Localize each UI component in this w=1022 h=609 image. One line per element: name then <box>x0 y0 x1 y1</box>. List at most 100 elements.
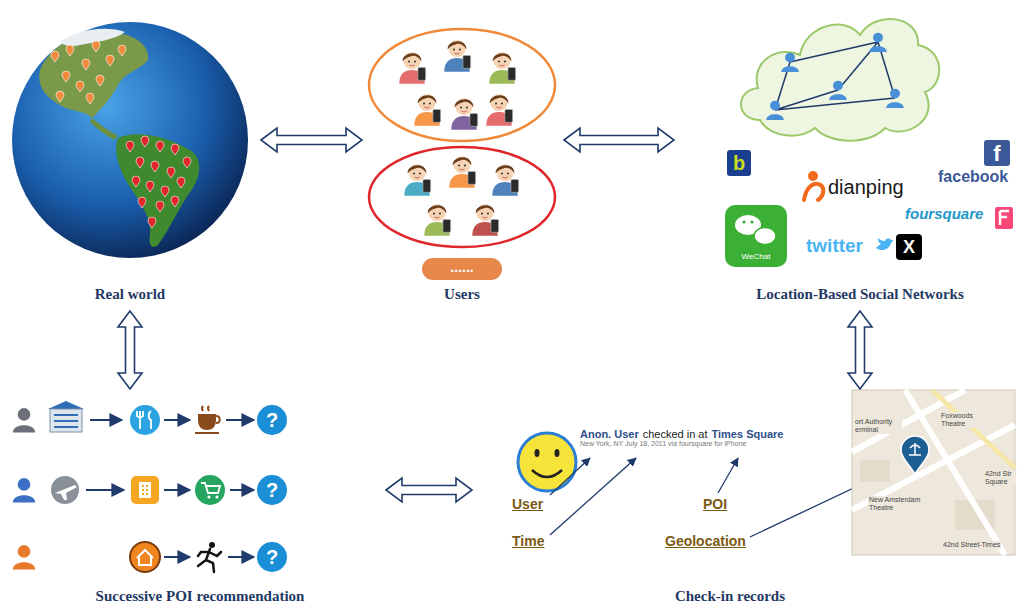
coffee-icon <box>195 406 220 433</box>
station-icon <box>54 415 78 427</box>
unknown-poi <box>257 475 287 505</box>
hotel-icon <box>131 476 159 504</box>
user-figure <box>399 52 425 83</box>
caption-block: Users <box>262 285 662 303</box>
double-arrow <box>564 128 674 152</box>
network-user <box>869 33 887 52</box>
unknown-poi <box>257 405 287 435</box>
panel: Real world <box>5 15 255 305</box>
station-icon <box>50 409 82 432</box>
poi-sequences <box>13 401 287 572</box>
logo-text: dianping <box>828 176 904 199</box>
field-label: Time <box>512 533 544 549</box>
checkin-verb: checked in at <box>643 428 708 440</box>
logo-badge <box>727 150 751 176</box>
user-figure <box>414 94 440 125</box>
logo-text: b <box>727 150 751 176</box>
station-icon <box>48 401 84 409</box>
hotel-icon <box>139 482 151 498</box>
checkin-meta: New York, NY July 18, 2011 via foursquar… <box>580 440 746 447</box>
user-figure <box>451 98 477 129</box>
question-mark: ? <box>257 478 287 502</box>
home-icon <box>137 550 153 565</box>
wechat-bubble <box>754 228 776 245</box>
sequence-arrow <box>226 419 254 421</box>
sequence-arrow <box>90 419 122 421</box>
field-label: POI <box>703 496 727 512</box>
leader-line <box>550 458 590 495</box>
restaurant-icon <box>130 405 160 435</box>
hotel-icon <box>142 486 148 494</box>
user-group-outline <box>369 147 555 247</box>
map-label: 42nd Str Square <box>984 470 1016 486</box>
runner-icon <box>209 542 215 548</box>
smiley-eye <box>555 449 560 457</box>
map-label: ort Authority erminal <box>854 418 902 434</box>
double-arrow <box>261 128 362 152</box>
caption-block: Location-Based Social Networks <box>660 285 1022 303</box>
shop-icon <box>207 495 210 498</box>
panel-caption: Users <box>444 285 480 303</box>
map-street <box>852 390 1015 555</box>
caption-block: Check-in records <box>530 587 930 605</box>
foursquare-logo <box>1000 211 1009 225</box>
shop-icon <box>215 495 218 498</box>
user-figure <box>449 156 475 187</box>
leader-line <box>718 458 738 493</box>
field-label: Geolocation <box>665 533 746 549</box>
sequence-arrow <box>164 419 190 421</box>
logo-text: facebook <box>938 168 1008 186</box>
user-figure <box>486 94 512 125</box>
more-dots: ...... <box>422 260 502 274</box>
unknown-poi <box>257 542 287 572</box>
user-icon <box>13 478 35 503</box>
location-pin <box>901 436 929 474</box>
network-user <box>781 53 799 72</box>
panel-caption: Location-Based Social Networks <box>756 285 964 303</box>
map-label: 42nd Street-Times <box>942 541 1001 549</box>
user-groups <box>369 29 555 280</box>
smiley-eye <box>535 449 540 457</box>
map-pins <box>126 136 191 228</box>
panel-caption: Check-in records <box>675 587 785 605</box>
more-pill <box>422 258 502 280</box>
panel-caption: Real world <box>95 285 165 303</box>
double-arrow <box>118 311 142 389</box>
panel: Location-Based Social Networks <box>680 5 1015 305</box>
double-arrow <box>386 478 472 502</box>
wechat-eye <box>750 220 753 223</box>
fountain-symbol <box>909 443 921 455</box>
user-figure <box>492 164 518 195</box>
street-map <box>852 390 1015 555</box>
logo-text: f <box>984 140 1010 168</box>
logo-text: X <box>896 234 922 260</box>
leader-line <box>550 458 636 535</box>
panel: Check-in records <box>478 395 1017 607</box>
caption-block: Real world <box>0 285 330 303</box>
shop-icon <box>201 483 220 493</box>
smiley <box>518 433 576 491</box>
logo-text: foursquare <box>905 205 983 222</box>
cloud <box>741 19 939 141</box>
checkin-text: Anon. Userchecked in atTimes Square <box>580 424 787 442</box>
globe-ocean <box>12 22 248 258</box>
checkin-illustration <box>518 390 1015 555</box>
network-user <box>829 81 847 100</box>
question-mark: ? <box>257 545 287 569</box>
network-user <box>886 89 904 108</box>
continent <box>116 134 199 247</box>
map-street <box>932 390 1015 468</box>
dianping-logo <box>804 184 823 200</box>
restaurant-icon <box>137 411 151 429</box>
double-arrow <box>848 311 872 389</box>
field-label: User <box>512 496 543 512</box>
panel: Successive POI recommendation <box>5 395 380 607</box>
continent <box>39 32 148 118</box>
user-figure <box>444 40 470 71</box>
network-links <box>775 42 895 110</box>
panel-caption: Successive POI recommendation <box>96 587 305 605</box>
